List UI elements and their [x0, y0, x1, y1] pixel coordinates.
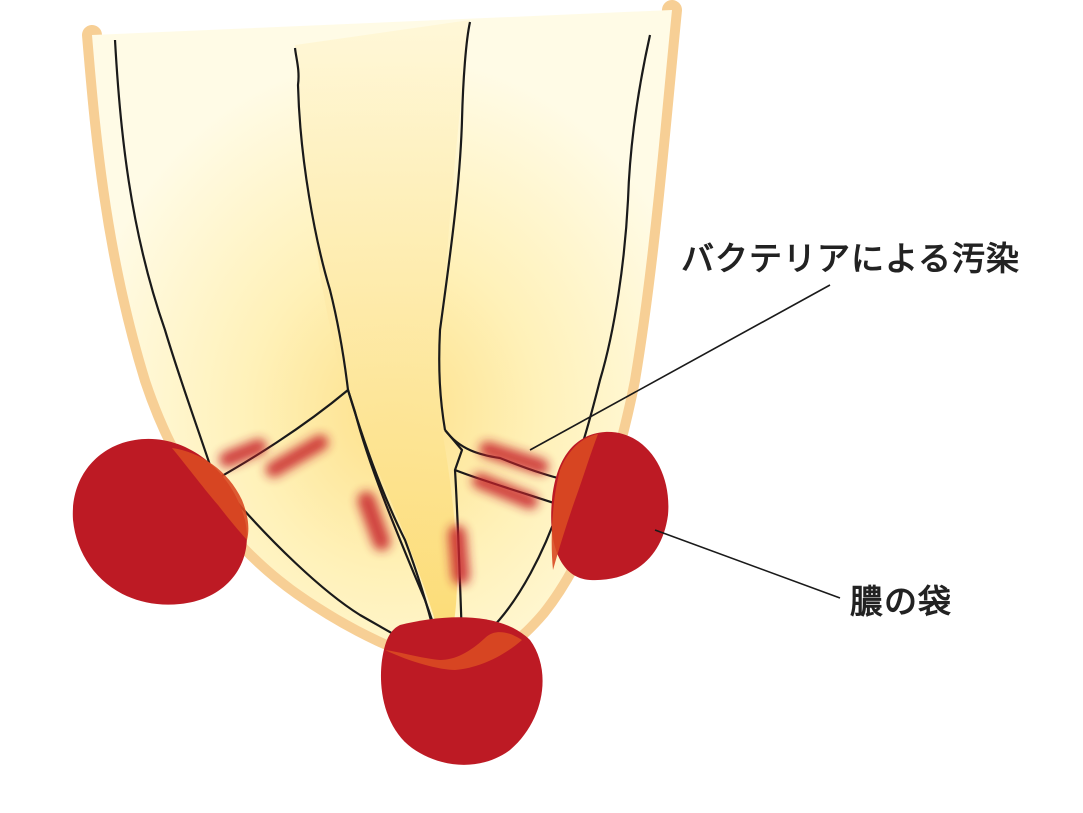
bacteria-contamination-label: バクテリアによる汚染 [681, 239, 1021, 278]
pus-pockets [72, 431, 669, 765]
bacteria-contamination [219, 434, 549, 585]
pus-pocket-label: 膿の袋 [850, 582, 952, 621]
overlap-right [551, 434, 598, 570]
overlap-left [172, 448, 249, 540]
bacteria-leader-line [529, 284, 831, 451]
overlap-bottom [385, 632, 522, 670]
pus-leader-line [654, 529, 841, 599]
root-canal [295, 20, 470, 655]
